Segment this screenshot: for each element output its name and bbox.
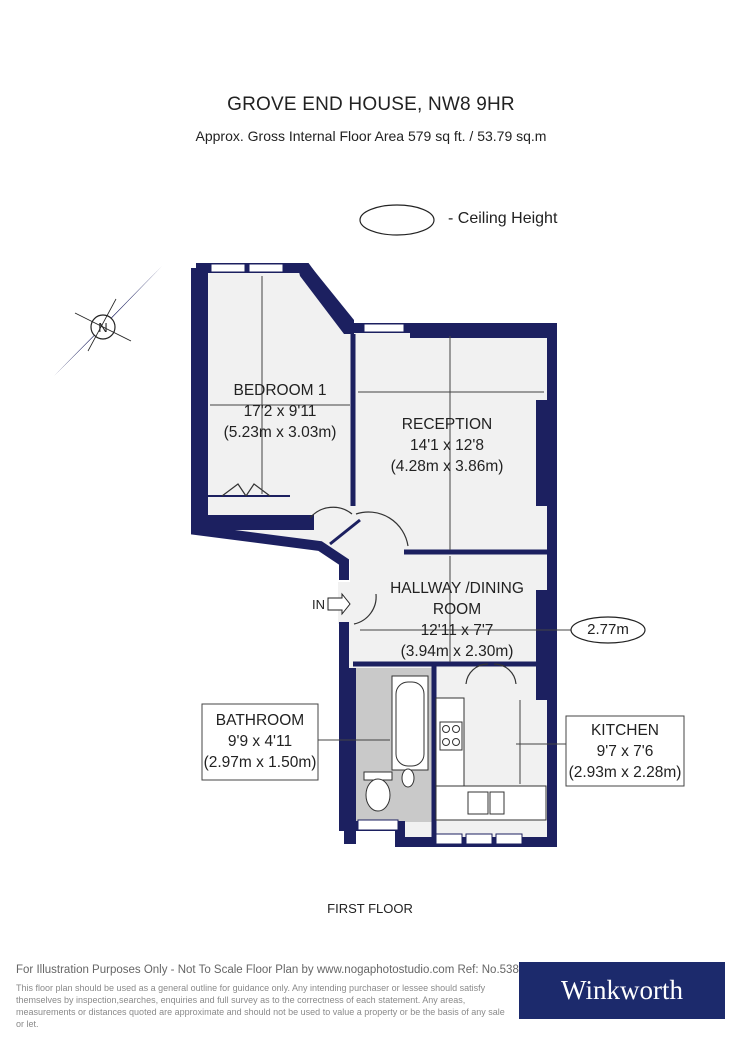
windows	[210, 263, 523, 845]
kitchen-name: KITCHEN	[590, 722, 660, 739]
ceiling-height-value: 2.77m	[587, 621, 629, 638]
kitchen-label-box	[565, 715, 685, 787]
compass-icon	[54, 266, 162, 376]
bathroom-label: BATHROOM 9'9 x 4'11 (2.97m x 1.50m)	[202, 710, 318, 773]
bathroom-metric: (2.97m x 1.50m)	[203, 754, 317, 771]
bathroom-fittings	[363, 675, 429, 812]
hallway-name-line2: ROOM	[432, 601, 482, 618]
bathroom-name: BATHROOM	[215, 712, 305, 729]
reception-name: RECEPTION	[401, 416, 493, 433]
bathroom-imperial: 9'9 x 4'11	[227, 733, 293, 750]
bedroom-label: BEDROOM 1 17'2 x 9'11 (5.23m x 3.03m)	[210, 380, 350, 443]
bedroom-metric: (5.23m x 3.03m)	[223, 424, 337, 441]
bedroom-name: BEDROOM 1	[233, 382, 327, 399]
ceiling-legend-ellipse	[359, 204, 435, 236]
footer-credit: For Illustration Purposes Only - Not To …	[16, 964, 531, 976]
dimension-arrows	[210, 276, 546, 784]
doors	[221, 483, 517, 685]
floor-area: Approx. Gross Internal Floor Area 579 sq…	[195, 128, 547, 144]
reception-label: RECEPTION 14'1 x 12'8 (4.28m x 3.86m)	[372, 414, 522, 477]
bathroom-label-box	[201, 703, 319, 781]
kitchen-imperial: 9'7 x 7'6	[596, 743, 654, 760]
hallway-imperial: 12'11 x 7'7	[420, 622, 494, 639]
hallway-name-line1: HALLWAY /DINING	[390, 580, 524, 597]
ceiling-height-legend: - Ceiling Height	[448, 210, 558, 227]
entrance-label: IN	[312, 597, 325, 612]
reception-metric: (4.28m x 3.86m)	[390, 458, 504, 475]
ceiling-height-ellipse	[570, 616, 646, 644]
hallway-metric: (3.94m x 2.30m)	[400, 643, 514, 660]
compass-label: N	[98, 320, 107, 335]
floor-label: FIRST FLOOR	[327, 901, 413, 916]
brand-logo: Winkworth	[519, 962, 725, 1019]
reception-imperial: 14'1 x 12'8	[409, 437, 484, 454]
property-address: GROVE END HOUSE, NW8 9HR	[227, 94, 515, 115]
bedroom-imperial: 17'2 x 9'11	[243, 403, 317, 420]
footer-disclaimer: This floor plan should be used as a gene…	[16, 983, 505, 1029]
kitchen-label: KITCHEN 9'7 x 7'6 (2.93m x 2.28m)	[566, 720, 684, 783]
kitchen-metric: (2.93m x 2.28m)	[568, 764, 682, 781]
kitchen-units	[435, 697, 547, 821]
interior-walls	[208, 334, 548, 840]
hallway-label: HALLWAY /DINING ROOM 12'11 x 7'7 (3.94m …	[376, 578, 538, 662]
entrance-arrow-icon	[327, 592, 351, 616]
